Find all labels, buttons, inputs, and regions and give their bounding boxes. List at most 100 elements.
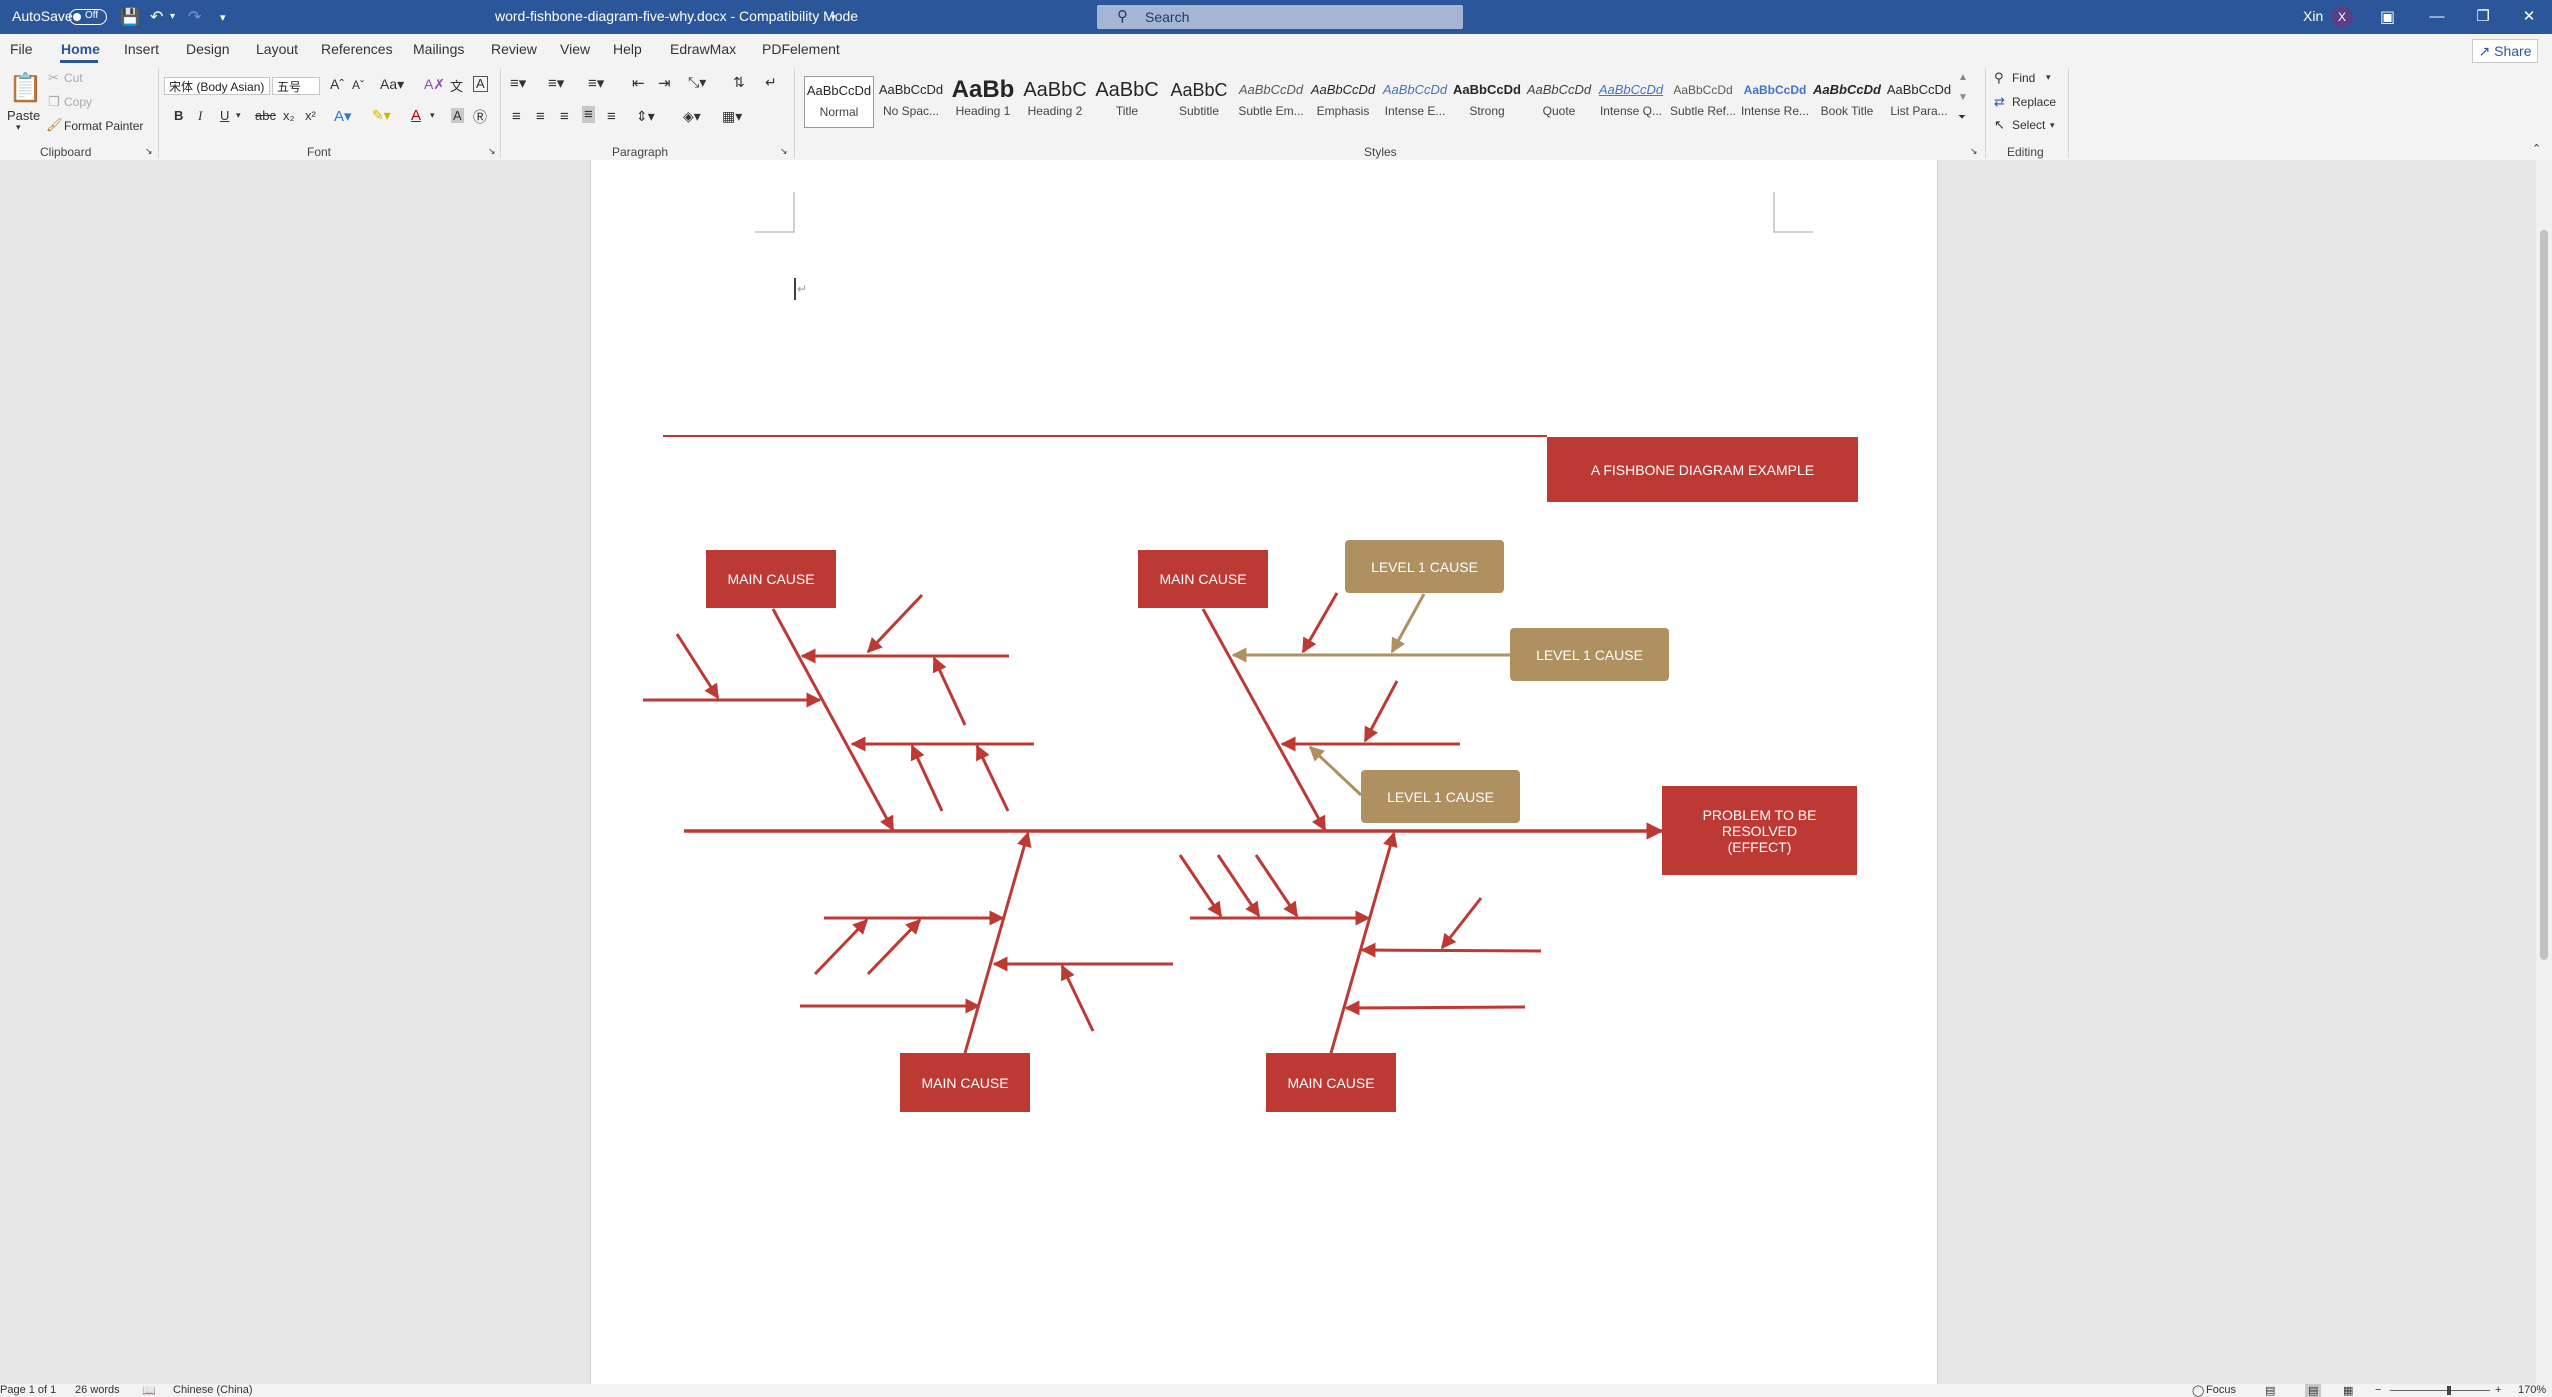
select-dropdown-icon[interactable]: ▾ bbox=[2050, 120, 2055, 130]
align-right-icon[interactable]: ≡ bbox=[560, 108, 569, 125]
style-no-spacing[interactable]: AaBbCcDd No Spac... bbox=[876, 76, 946, 128]
styles-more-icon[interactable]: ⏷ bbox=[1958, 112, 1966, 123]
change-case-icon[interactable]: Aa▾ bbox=[380, 76, 405, 92]
undo-icon[interactable]: ↶ bbox=[150, 9, 164, 26]
collapse-ribbon-icon[interactable]: ⌃ bbox=[2532, 143, 2542, 155]
select-label[interactable]: Select bbox=[2012, 118, 2046, 132]
tab-edrawmax[interactable]: EdrawMax bbox=[670, 41, 737, 57]
style-intense-quote[interactable]: AaBbCcDd Intense Q... bbox=[1596, 76, 1666, 128]
focus-label[interactable]: Focus bbox=[2206, 1384, 2236, 1396]
tab-review[interactable]: Review bbox=[491, 41, 537, 57]
user-name[interactable]: Xin bbox=[2303, 8, 2324, 24]
paste-dropdown-icon[interactable]: ▾ bbox=[16, 122, 21, 132]
vertical-scrollbar[interactable] bbox=[2536, 160, 2552, 1384]
distributed-icon[interactable]: ≡ bbox=[607, 108, 616, 125]
character-shading-icon[interactable]: A bbox=[451, 108, 464, 123]
decrease-indent-icon[interactable]: ⇤ bbox=[632, 75, 645, 92]
zoom-in-icon[interactable]: + bbox=[2495, 1384, 2502, 1396]
proofing-icon[interactable]: 📖 bbox=[142, 1385, 156, 1397]
share-button[interactable]: ↗ Share bbox=[2472, 39, 2538, 63]
asian-layout-icon[interactable]: ⤡▾ bbox=[688, 74, 707, 90]
scrollbar-thumb[interactable] bbox=[2540, 230, 2548, 960]
align-left-icon[interactable]: ≡ bbox=[512, 108, 521, 125]
word-count[interactable]: 26 words bbox=[75, 1384, 120, 1396]
tab-view[interactable]: View bbox=[560, 41, 591, 57]
borders-icon[interactable]: ▦▾ bbox=[722, 108, 743, 124]
find-icon[interactable]: ⚲ bbox=[1994, 70, 2004, 85]
style-intense-emphasis[interactable]: AaBbCcDd Intense E... bbox=[1380, 76, 1450, 128]
grow-font-icon[interactable]: Aˆ bbox=[330, 76, 344, 92]
replace-label[interactable]: Replace bbox=[2012, 95, 2057, 109]
paste-icon[interactable]: 📋 bbox=[8, 72, 43, 103]
numbering-icon[interactable]: ≡▾ bbox=[548, 75, 565, 92]
bold-icon[interactable]: B bbox=[174, 108, 184, 123]
character-border-icon[interactable]: A bbox=[473, 76, 488, 92]
find-label[interactable]: Find bbox=[2012, 71, 2036, 85]
customize-qat-icon[interactable]: ▾ bbox=[220, 12, 226, 24]
main-cause-box-2[interactable]: MAIN CAUSE bbox=[1138, 550, 1268, 608]
style-emphasis[interactable]: AaBbCcDd Emphasis bbox=[1308, 76, 1378, 128]
title-dropdown-icon[interactable]: ▾ bbox=[831, 12, 836, 22]
style-intense-reference[interactable]: AaBbCcDd Intense Re... bbox=[1740, 76, 1810, 128]
clear-formatting-icon[interactable]: A✗ bbox=[424, 76, 446, 92]
font-launcher-icon[interactable]: ↘ bbox=[488, 146, 496, 156]
style-subtle-emphasis[interactable]: AaBbCcDd Subtle Em... bbox=[1236, 76, 1306, 128]
styles-scroll-down-icon[interactable]: ▼ bbox=[1958, 92, 1968, 103]
style-heading-2[interactable]: AaBbC Heading 2 bbox=[1020, 76, 1090, 128]
tab-help[interactable]: Help bbox=[613, 41, 642, 57]
underline-dropdown-icon[interactable]: ▾ bbox=[236, 110, 241, 120]
main-cause-box-4[interactable]: MAIN CAUSE bbox=[1266, 1053, 1396, 1112]
style-subtitle[interactable]: AaBbC Subtitle bbox=[1164, 76, 1234, 128]
style-strong[interactable]: AaBbCcDd Strong bbox=[1452, 76, 1522, 128]
autosave-toggle[interactable]: Off bbox=[69, 9, 107, 25]
shrink-font-icon[interactable]: Aˇ bbox=[352, 78, 364, 92]
avatar[interactable]: X bbox=[2331, 6, 2353, 28]
select-icon[interactable]: ↖ bbox=[1994, 117, 2005, 132]
page-count[interactable]: Page 1 of 1 bbox=[0, 1384, 57, 1396]
shading-icon[interactable]: ◈▾ bbox=[683, 108, 701, 124]
zoom-out-icon[interactable]: − bbox=[2375, 1384, 2382, 1396]
effect-box[interactable]: PROBLEM TO BE RESOLVED (EFFECT) bbox=[1662, 786, 1857, 875]
styles-launcher-icon[interactable]: ↘ bbox=[1970, 146, 1978, 156]
main-cause-box-1[interactable]: MAIN CAUSE bbox=[706, 550, 836, 608]
diagram-title-box[interactable]: A FISHBONE DIAGRAM EXAMPLE bbox=[1547, 437, 1858, 502]
line-spacing-icon[interactable]: ⇕▾ bbox=[636, 108, 655, 124]
main-cause-box-3[interactable]: MAIN CAUSE bbox=[900, 1053, 1030, 1112]
style-subtle-reference[interactable]: AaBbCcDd Subtle Ref... bbox=[1668, 76, 1738, 128]
ribbon-display-options-icon[interactable]: ▣ bbox=[2380, 9, 2396, 26]
language[interactable]: Chinese (China) bbox=[173, 1384, 253, 1396]
underline-icon[interactable]: U bbox=[220, 108, 230, 123]
subscript-icon[interactable]: x₂ bbox=[283, 108, 295, 123]
document-page[interactable]: ↵ bbox=[590, 160, 1938, 1384]
web-layout-icon[interactable]: ▦ bbox=[2343, 1385, 2354, 1397]
format-painter-icon[interactable]: 🖌 bbox=[46, 117, 63, 132]
phonetic-guide-icon[interactable]: 文 bbox=[450, 79, 464, 94]
restore-icon[interactable]: ❐ bbox=[2476, 8, 2490, 25]
minimize-icon[interactable]: — bbox=[2429, 8, 2445, 25]
search-box[interactable]: ⚲ Search bbox=[1097, 5, 1463, 29]
show-marks-icon[interactable]: ↵ bbox=[765, 74, 777, 90]
copy-label[interactable]: Copy bbox=[64, 95, 93, 109]
save-icon[interactable]: 💾 bbox=[120, 9, 140, 26]
redo-icon[interactable]: ↷ bbox=[188, 9, 202, 26]
font-name-box[interactable]: 宋体 (Body Asian) bbox=[164, 77, 270, 95]
italic-icon[interactable]: I bbox=[198, 108, 203, 123]
zoom-slider[interactable] bbox=[2390, 1390, 2490, 1391]
style-book-title[interactable]: AaBbCcDd Book Title bbox=[1812, 76, 1882, 128]
paragraph-launcher-icon[interactable]: ↘ bbox=[780, 146, 788, 156]
paste-label[interactable]: Paste bbox=[7, 108, 41, 123]
font-size-box[interactable]: 五号 bbox=[272, 77, 320, 95]
copy-icon[interactable]: ❐ bbox=[48, 94, 60, 109]
font-color-icon[interactable]: A bbox=[411, 107, 422, 124]
clipboard-launcher-icon[interactable]: ↘ bbox=[145, 146, 153, 156]
text-effects-icon[interactable]: A▾ bbox=[334, 108, 352, 125]
style-title[interactable]: AaBbC Title bbox=[1092, 76, 1162, 128]
zoom-slider-thumb[interactable] bbox=[2447, 1386, 2451, 1395]
focus-icon[interactable]: ◯ bbox=[2192, 1385, 2205, 1397]
multilevel-list-icon[interactable]: ≡▾ bbox=[588, 75, 605, 92]
tab-pdfelement[interactable]: PDFelement bbox=[762, 41, 840, 57]
strikethrough-icon[interactable]: abc bbox=[255, 108, 276, 123]
find-dropdown-icon[interactable]: ▾ bbox=[2046, 72, 2051, 82]
style-normal[interactable]: AaBbCcDd Normal bbox=[804, 76, 874, 128]
superscript-icon[interactable]: x² bbox=[305, 108, 316, 123]
